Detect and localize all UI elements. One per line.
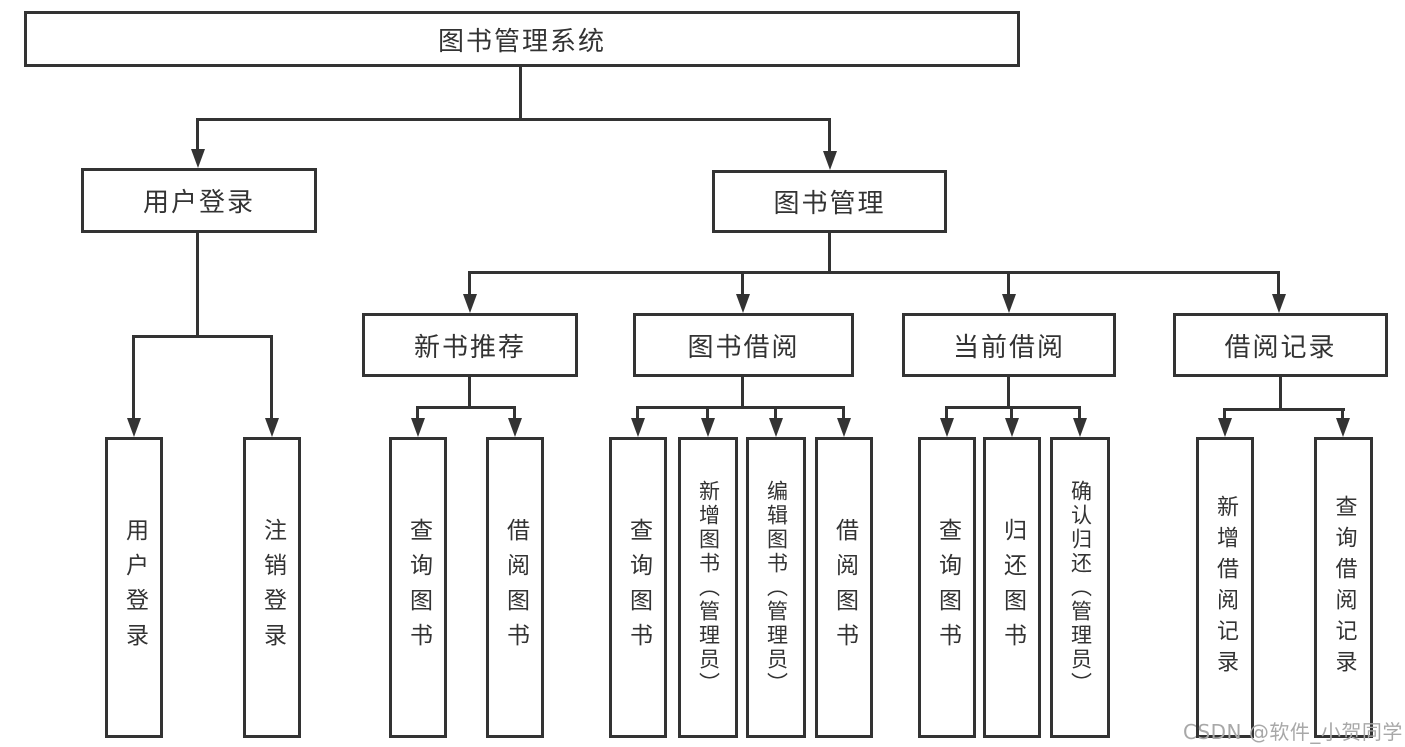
arrowhead-leaf (1336, 418, 1350, 437)
connector-root-stem (519, 67, 522, 118)
arrowhead-leaf (837, 418, 851, 437)
arrowhead-book-borrow (736, 294, 750, 313)
connector-drop-leaf-user-login (132, 335, 135, 419)
arrowhead-book-management (823, 151, 837, 170)
leaf-edit-books-admin: 编辑图书（管理员） (746, 437, 806, 738)
leaf-label: 查询图书 (625, 517, 652, 658)
leaf-query-borrow-record: 查询借阅记录 (1314, 437, 1373, 738)
connector-drop (1341, 408, 1344, 419)
leaf-borrow-books: 借阅图书 (815, 437, 873, 738)
connector-book-borrow-stem (741, 377, 744, 408)
node-label: 图书管理 (773, 189, 886, 219)
connector-new-book-recommend-bar (417, 406, 516, 409)
leaf-label: 新增借阅记录 (1213, 494, 1238, 681)
arrowhead-borrow-records (1272, 294, 1286, 313)
arrowhead-user-login (191, 149, 205, 168)
leaf-label: 归还图书 (999, 517, 1026, 658)
connector-drop (945, 406, 948, 419)
node-label: 借阅记录 (1224, 332, 1337, 363)
node-label: 用户登录 (142, 188, 255, 218)
connector-drop-leaf-logout (270, 335, 273, 419)
node-current-borrow: 当前借阅 (902, 313, 1116, 377)
node-label: 图书管理系统 (437, 26, 606, 57)
connector-user-login-stem (196, 233, 199, 337)
node-label: 当前借阅 (952, 332, 1065, 363)
node-user-login: 用户登录 (81, 168, 317, 233)
leaf-label: 借阅图书 (502, 517, 529, 658)
arrowhead-leaf (1005, 418, 1019, 437)
node-book-management: 图书管理 (712, 170, 947, 233)
arrowhead-leaf (940, 418, 954, 437)
leaf-add-borrow-record: 新增借阅记录 (1196, 437, 1254, 738)
leaf-label: 注销登录 (259, 517, 286, 658)
connector-current-borrow-bar (946, 406, 1081, 409)
connector-drop (706, 406, 709, 419)
node-root-library-system: 图书管理系统 (24, 11, 1020, 67)
connector-root-bar (197, 118, 831, 121)
connector-user-login-bar (133, 335, 273, 338)
arrowhead-current-borrow (1002, 294, 1016, 313)
arrowhead-leaf (411, 418, 425, 437)
leaf-label: 查询图书 (405, 517, 432, 658)
node-label: 图书借阅 (687, 332, 800, 363)
leaf-label: 查询图书 (934, 517, 961, 658)
connector-new-book-recommend-stem (468, 377, 471, 408)
node-book-borrow: 图书借阅 (633, 313, 854, 377)
connector-drop (1078, 406, 1081, 419)
leaf-confirm-return-admin: 确认归还（管理员） (1050, 437, 1110, 738)
csdn-watermark: CSDN @软件_小贺同学 (1183, 720, 1403, 744)
connector-current-borrow-stem (1007, 377, 1010, 408)
leaf-return-books: 归还图书 (983, 437, 1041, 738)
arrowhead-leaf-logout (265, 418, 279, 437)
leaf-logout: 注销登录 (243, 437, 301, 738)
leaf-current-query-books: 查询图书 (918, 437, 976, 738)
connector-book-management-bar (469, 271, 1280, 274)
connector-drop-current-borrow (1007, 271, 1010, 296)
arrowhead-leaf (631, 418, 645, 437)
leaf-borrow-query-books: 查询图书 (609, 437, 667, 738)
connector-borrow-records-bar (1224, 408, 1345, 411)
node-label: 新书推荐 (413, 332, 526, 363)
connector-drop (842, 406, 845, 419)
connector-drop (416, 406, 419, 419)
arrowhead-leaf (701, 418, 715, 437)
leaf-user-login: 用户登录 (105, 437, 163, 738)
leaf-label: 用户登录 (121, 517, 148, 658)
leaf-label: 确认归还（管理员） (1068, 479, 1093, 696)
connector-drop-user-login (196, 118, 199, 150)
arrowhead-leaf (1218, 418, 1232, 437)
connector-drop-book-borrow (741, 271, 744, 296)
connector-book-management-stem (828, 233, 831, 273)
connector-borrow-records-stem (1279, 377, 1282, 410)
leaf-add-books-admin: 新增图书（管理员） (678, 437, 738, 738)
connector-drop (774, 406, 777, 419)
leaf-label: 新增图书（管理员） (696, 479, 721, 696)
node-borrow-records: 借阅记录 (1173, 313, 1388, 377)
arrowhead-leaf (1073, 418, 1087, 437)
connector-drop-new-book-recommend (468, 271, 471, 296)
connector-drop-borrow-records (1277, 271, 1280, 296)
connector-drop (513, 406, 516, 419)
leaf-label: 借阅图书 (831, 517, 858, 658)
leaf-recommend-query-books: 查询图书 (389, 437, 447, 738)
node-new-book-recommend: 新书推荐 (362, 313, 578, 377)
connector-drop (1223, 408, 1226, 419)
arrowhead-leaf (769, 418, 783, 437)
connector-drop (1010, 406, 1013, 419)
arrowhead-leaf (508, 418, 522, 437)
connector-drop (636, 406, 639, 419)
leaf-label: 查询借阅记录 (1331, 494, 1357, 681)
arrowhead-new-book-recommend (463, 294, 477, 313)
leaf-label: 编辑图书（管理员） (764, 479, 789, 696)
leaf-recommend-borrow-books: 借阅图书 (486, 437, 544, 738)
connector-drop-book-management (828, 118, 831, 151)
connector-book-borrow-bar (637, 406, 845, 409)
arrowhead-leaf-user-login (127, 418, 141, 437)
